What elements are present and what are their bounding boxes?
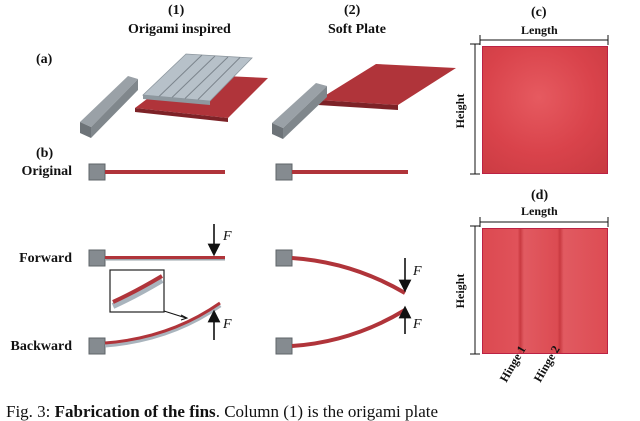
force-label-forward-origami: F — [223, 229, 232, 244]
photo-c-dimensions — [470, 35, 609, 175]
row-label-forward: Forward — [19, 251, 72, 266]
photo-origami-plate — [482, 228, 608, 354]
panel-c-label: (c) — [531, 5, 547, 20]
photo-soft-plate — [482, 46, 608, 174]
panel-d-label: (d) — [531, 188, 549, 203]
col1-title: Origami inspired — [128, 22, 231, 37]
force-label-backward-origami: F — [223, 317, 232, 332]
force-label-backward-soft: F — [413, 317, 422, 332]
figure-caption: Fig. 3: Fabrication of the fins. Column … — [6, 403, 438, 420]
photo-d-dimensions — [470, 217, 609, 355]
panel-b-label: (b) — [36, 146, 54, 161]
row-label-original: Original — [21, 164, 72, 179]
soft-rod — [272, 83, 327, 128]
panel-a-label: (a) — [36, 52, 53, 67]
photo-d-height-label: Height — [453, 273, 467, 309]
original-soft — [275, 163, 408, 181]
original-origami — [88, 163, 225, 181]
origami-rod — [80, 76, 138, 127]
backward-soft — [275, 305, 412, 355]
backward-origami — [88, 269, 222, 355]
col2-number: (2) — [344, 3, 361, 18]
soft-plate-3d-render — [272, 64, 456, 139]
col2-title: Soft Plate — [328, 22, 386, 37]
photo-c-length-label: Length — [521, 23, 558, 37]
photo-d-length-label: Length — [521, 204, 558, 218]
origami-gray-plate — [142, 53, 253, 102]
col1-number: (1) — [168, 3, 185, 18]
forward-soft — [275, 249, 412, 295]
soft-red-plate — [318, 64, 456, 105]
photo-c-height-label: Height — [453, 93, 467, 129]
row-label-backward: Backward — [10, 339, 72, 354]
origami-3d-render — [80, 53, 268, 138]
forward-origami — [88, 224, 225, 267]
force-label-forward-soft: F — [413, 264, 422, 279]
caption-rest: . Column (1) is the origami plate — [215, 402, 439, 421]
caption-bold: Fabrication of the fins — [54, 402, 216, 421]
caption-prefix: Fig. 3: — [6, 402, 55, 421]
